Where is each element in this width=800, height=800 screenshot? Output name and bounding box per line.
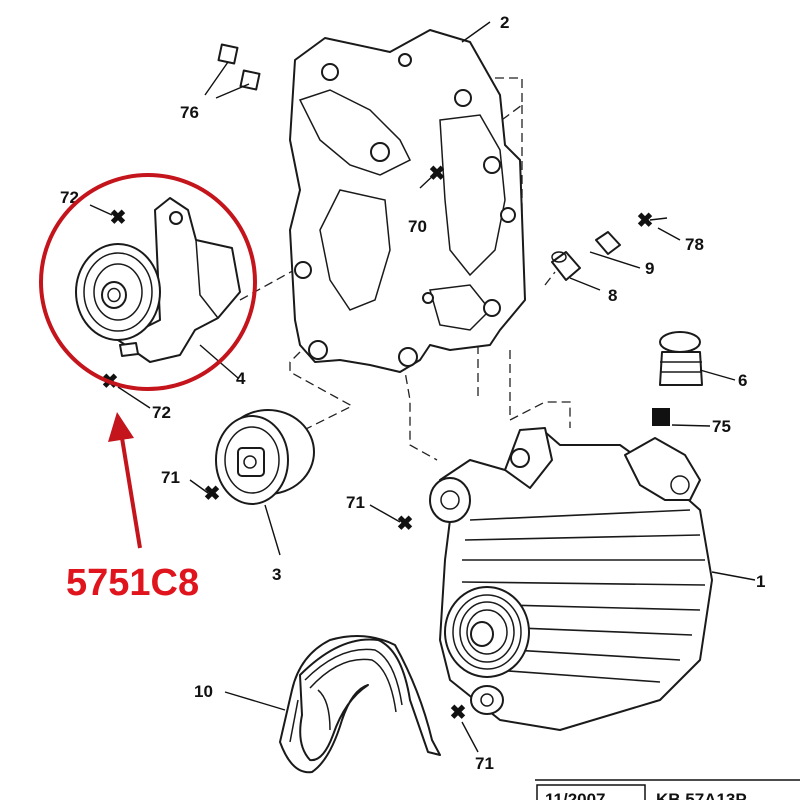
label-part-72-bottom: 72 (152, 403, 171, 422)
nut-part-75 (652, 408, 670, 426)
cap-part-6 (659, 331, 703, 386)
highlight-arrow-head (108, 412, 134, 442)
highlight-annotation: 5751C8 (39, 173, 257, 604)
label-part-71-alternator: 71 (346, 493, 365, 512)
footer-reference: 11/2007 KB 57A13P (535, 779, 800, 800)
leader-lines (89, 21, 756, 753)
marker-71-alternator: ✖ (397, 513, 414, 535)
label-part-4: 4 (236, 369, 246, 388)
part-reference-code: 5751C8 (66, 562, 199, 604)
label-part-9: 9 (645, 259, 654, 278)
part-number-labels: 2 76 72 70 78 9 8 4 6 72 75 71 71 3 1 10… (60, 13, 765, 773)
label-part-3: 3 (272, 565, 281, 584)
label-part-70: 70 (408, 217, 427, 236)
marker-72-top: ✖ (110, 207, 127, 229)
tensioner-part-4 (75, 197, 241, 363)
highlight-arrow-shaft (120, 437, 142, 549)
marker-70: ✖ (429, 163, 446, 185)
label-part-71-roller: 71 (161, 468, 180, 487)
label-part-6: 6 (738, 371, 747, 390)
label-part-10: 10 (194, 682, 213, 701)
label-part-78: 78 (685, 235, 704, 254)
caps-part-76 (217, 43, 261, 91)
drive-belt-part-10 (279, 635, 441, 774)
label-part-76: 76 (180, 103, 199, 122)
sleeve-part-8 (551, 251, 581, 281)
fixing-markers: ✖ ✖ ✖ ✖ ✖ ✖ ✖ (102, 163, 654, 724)
alternator-part-1 (429, 427, 713, 731)
label-part-8: 8 (608, 286, 617, 305)
bracket-part-2 (289, 29, 526, 373)
label-part-1: 1 (756, 572, 765, 591)
idler-roller-part-3 (215, 409, 315, 505)
bush-part-9 (595, 231, 621, 255)
label-part-75: 75 (712, 417, 731, 436)
assembly-guide-lines (239, 77, 571, 461)
marker-71-bottom: ✖ (450, 702, 467, 724)
footer-date: 11/2007 (545, 790, 606, 800)
label-part-2: 2 (500, 13, 509, 32)
marker-78: ✖ (637, 210, 654, 232)
marker-71-roller: ✖ (204, 483, 221, 505)
label-part-71-bottom: 71 (475, 754, 494, 773)
highlight-circle (39, 173, 257, 391)
footer-reference-code: KB 57A13P (656, 790, 747, 800)
